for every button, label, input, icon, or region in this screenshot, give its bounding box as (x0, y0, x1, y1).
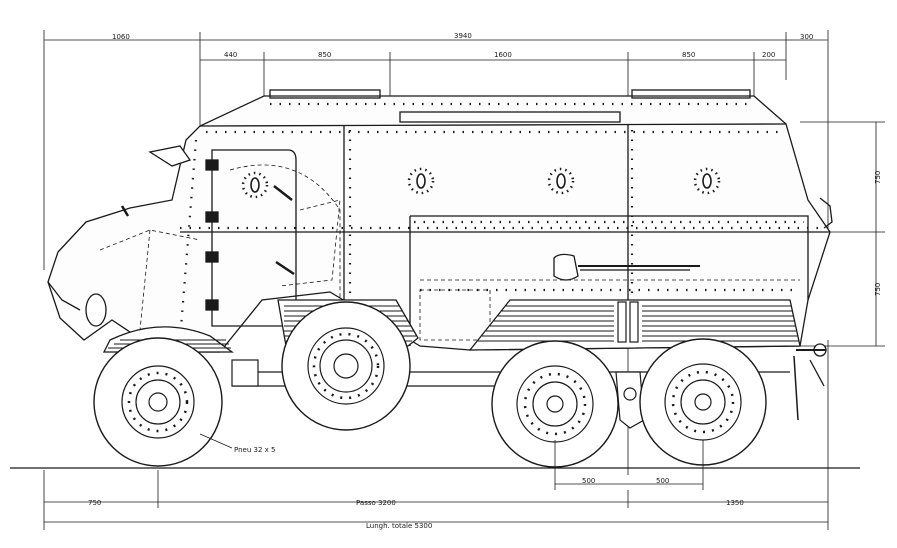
bogie-dimension-lines (554, 440, 704, 490)
dim-bogie-right: 500 (656, 477, 669, 485)
dim-rear-overhang: 300 (800, 33, 813, 41)
bottom-dimension-lines (43, 340, 829, 530)
dim-front-to-axle: 750 (88, 499, 101, 507)
dim-lower-height: 750 (874, 283, 882, 296)
dim-total-length: Lungh. totale 5300 (366, 522, 432, 530)
pistol-ports (250, 173, 712, 193)
dim-seg-200: 200 (762, 51, 775, 59)
dim-seg-850a: 850 (318, 51, 331, 59)
dim-seg-440: 440 (224, 51, 237, 59)
wheel-second (281, 301, 411, 431)
dim-bogie-left: 500 (582, 477, 595, 485)
pioneer-shovel (553, 253, 700, 281)
dim-front-overhang: 1060 (112, 33, 130, 41)
dim-rear-from-bogie: 1350 (726, 499, 744, 507)
dim-upper-height: 750 (874, 171, 882, 184)
armoured-hull (47, 89, 831, 353)
interior-hidden-lines (99, 164, 800, 341)
wheel-third (491, 340, 619, 468)
rear-details (793, 197, 833, 421)
rivet-rows (178, 102, 826, 341)
tyre-leader-line (199, 433, 233, 449)
port-rivets (241, 167, 721, 199)
front-details (47, 145, 192, 327)
dim-seg-1600: 1600 (494, 51, 512, 59)
wheel-front (93, 337, 223, 467)
dim-body-length: 3940 (454, 32, 472, 40)
tyre-label: Pneu 32 x 5 (234, 446, 275, 454)
dim-seg-850b: 850 (682, 51, 695, 59)
dim-wheelbase: Passo 3200 (356, 499, 396, 507)
